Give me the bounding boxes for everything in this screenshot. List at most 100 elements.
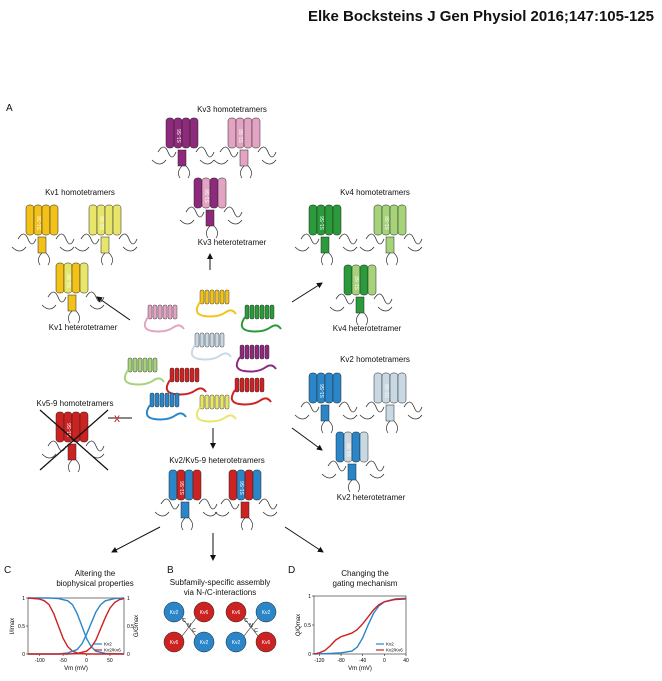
tetramer1-subunit-1 — [163, 601, 185, 623]
kv4-homotetramer-2: S1-S6 — [359, 204, 423, 266]
monomer-kv1 — [195, 289, 237, 318]
kv4-homotetramers-label: Kv4 homotetramers — [340, 188, 410, 197]
panel-d-letter: D — [288, 565, 296, 576]
x-tick-label: 50 — [107, 658, 113, 664]
panel-d-title: Changing the gating mechanism — [290, 569, 440, 589]
monomer-kv2-light — [190, 332, 232, 361]
kv4-heterotetramer-label: Kv4 heterotetramer — [332, 324, 402, 333]
y-tick-label: 0 — [22, 652, 25, 658]
tetramer1-terminus-label-3: C — [192, 628, 196, 634]
kv2-homotetramer-2: S1-S6 — [359, 372, 423, 434]
monomer-kv5-9 — [165, 367, 207, 396]
channel-s1-s6-label: S1-S6 — [180, 481, 186, 495]
tetramer2-terminus-label-1: N — [249, 623, 253, 629]
legend-entry: Kv2 — [104, 642, 112, 647]
channel-s1-s6-label: S1-S6 — [385, 384, 391, 398]
kv1-homotetramer-2: S1-S6 — [74, 204, 138, 266]
kv2-kv5-9-heterotetramer-2: S1-S6 — [214, 469, 278, 531]
kv5-9-crossed-out — [39, 409, 109, 471]
panel-c-title-line2: biophysical properties — [56, 579, 134, 588]
x-axis-label: Vm (mV) — [64, 666, 88, 672]
panel-a-letter: A — [6, 103, 13, 114]
y-tick-label: 0 — [308, 652, 311, 658]
tetramer2-subunit-2-label: Kv2 — [262, 610, 271, 616]
figure-citation: Elke Bocksteins J Gen Physiol 2016;147:1… — [307, 8, 654, 25]
tetramer2-subunit-1-label: Kv6 — [232, 610, 241, 616]
kv2-homotetramers-label: Kv2 homotetramers — [340, 355, 410, 364]
panel-b-title-line1: Subfamily-specific assembly — [169, 578, 271, 587]
tetramer1-subunit-2 — [193, 601, 215, 623]
kv1-heterotetramer-label: Kv1 heterotetramer — [48, 323, 118, 332]
x-tick-label: 0 — [85, 658, 88, 664]
channel-s1-s6-label: S1-S6 — [205, 189, 211, 203]
panel-c-title-line1: Altering the — [74, 569, 116, 578]
monomer-kv3 — [235, 344, 277, 373]
tetramer1-subunit-3-label: Kv6 — [170, 640, 179, 646]
x-tick-label: 0 — [383, 658, 386, 664]
kv5-9-homotetramer: S1-S6 — [41, 411, 105, 473]
kv1-homotetramer-1: S1-S6 — [11, 204, 75, 266]
tetramer2-subunit-3-label: Kv2 — [232, 640, 241, 646]
monomer-kv4-light — [123, 357, 165, 386]
kv2-kv5-9-heterotetramer-1: S1-S6 — [154, 469, 218, 531]
x-tick-label: -100 — [35, 658, 45, 664]
kv4-heterotetramer: S1-S6 — [329, 264, 393, 326]
tetramer1-subunit-4 — [193, 631, 215, 653]
panel-b-letter: B — [167, 565, 174, 576]
monomer-kv4 — [240, 304, 282, 333]
channel-s1-s6-label: S1-S6 — [100, 216, 106, 230]
kv4-homotetramer-1: S1-S6 — [294, 204, 358, 266]
kv5-9-homotetramers-label: Kv5-9 homotetramers — [36, 399, 114, 408]
monomer-kv3-light — [143, 304, 185, 333]
series-line-kv2-kv6-3 — [28, 597, 125, 655]
kv1-heterotetramer: S1-S6 — [41, 262, 105, 324]
channel-s1-s6-label: S1-S6 — [239, 129, 245, 143]
tetramer2-subunit-2 — [255, 601, 277, 623]
channel-s1-s6-label: S1-S6 — [320, 384, 326, 398]
tetramer2-terminus-label-3: C — [254, 628, 258, 634]
y-tick-label: 1 — [308, 594, 311, 600]
y-tick-label: 0.5 — [18, 624, 25, 630]
kv2-kv5-9-heterotetramers-label: Kv2/Kv5-9 heterotetramers — [169, 456, 265, 465]
x-axis-label: Vm (mV) — [348, 666, 372, 672]
tetramer1-subunit-2-label: Kv6 — [200, 610, 209, 616]
y-right-tick-label: 0.5 — [127, 624, 134, 630]
kv1-homotetramers-label: Kv1 homotetramers — [45, 188, 115, 197]
x-tick-label: 40 — [403, 658, 409, 664]
channel-s1-s6-label: S1-S6 — [347, 443, 353, 457]
arrow-to-panel-d — [284, 526, 324, 553]
channel-s1-s6-label: S1-S6 — [355, 276, 361, 290]
tetramer2-subunit-1 — [225, 601, 247, 623]
arrow-to-kv4 — [291, 282, 323, 303]
kv2-homotetramer-1: S1-S6 — [294, 372, 358, 434]
tetramer2-terminus-label-2: C — [244, 618, 248, 624]
y-right-tick-label: 1 — [127, 596, 130, 602]
monomer-kv2 — [145, 392, 187, 421]
arrow-to-kv2 — [291, 427, 323, 451]
channel-s1-s6-label: S1-S6 — [240, 481, 246, 495]
y-right-tick-label: 0 — [127, 652, 130, 658]
tetramer2-subunit-4-label: Kv6 — [262, 640, 271, 646]
legend-entry: Kv2/Kv6 — [104, 648, 121, 653]
kv2-heterotetramer-label: Kv2 heterotetramer — [336, 493, 406, 502]
y-axis-label: I/Imax — [10, 618, 16, 634]
channel-s1-s6-label: S1-S6 — [67, 423, 73, 437]
arrow-to-panel-c — [111, 526, 161, 553]
tetramer1-terminus-label-1: N — [187, 623, 191, 629]
channel-s1-s6-label: S1-S6 — [385, 216, 391, 230]
legend-entry: Kv2 — [386, 642, 394, 647]
tetramer1-subunit-4-label: Kv2 — [200, 640, 209, 646]
y-axis-label: Q/Qmax — [296, 614, 302, 636]
series-line-kv2-0 — [28, 597, 125, 655]
x-tick-label: -50 — [60, 658, 67, 664]
tetramer2-subunit-3 — [225, 631, 247, 653]
tetramer2-subunit-4 — [255, 631, 277, 653]
y-tick-label: 0.5 — [304, 623, 311, 629]
kv3-homotetramer-1: S1-S6 — [151, 117, 215, 179]
tetramer1-subunit-3 — [163, 631, 185, 653]
panel-d-title-line1: Changing the — [341, 569, 389, 578]
